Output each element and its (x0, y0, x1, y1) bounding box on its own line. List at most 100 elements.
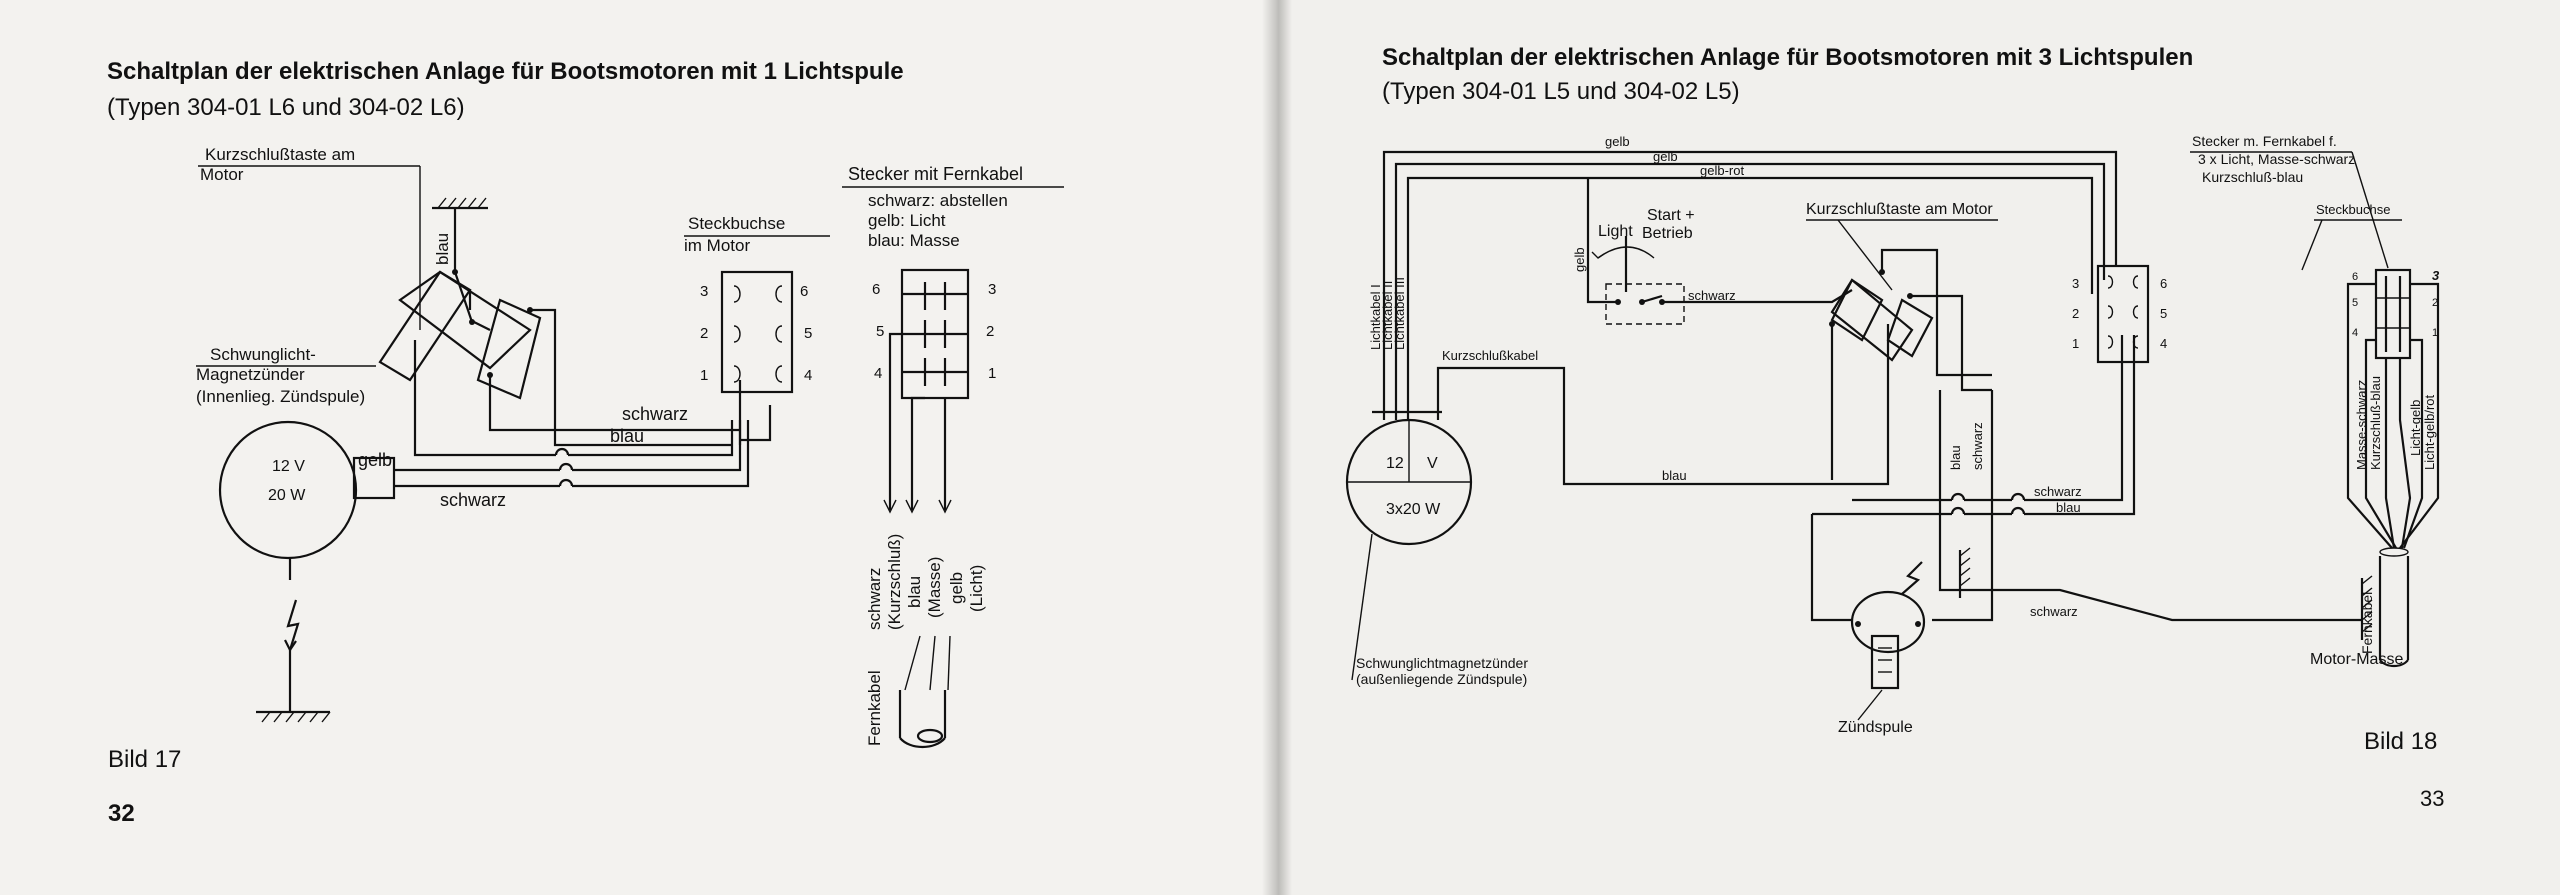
ground-symbol-spark (1958, 547, 1971, 598)
gelb-rot-label: gelb-rot (1700, 163, 1744, 178)
ignition-coil (1850, 590, 1926, 690)
plug-line-1: schwarz: abstellen (868, 191, 1008, 210)
cable-schwarz: schwarz (865, 568, 884, 630)
socket-pin-6: 6 (800, 283, 808, 300)
stecker-pin-2: 2 (2432, 297, 2438, 309)
light-switch (1605, 283, 1685, 325)
cable-licht: (Licht) (967, 565, 986, 612)
stecker-pin-1: 1 (2432, 327, 2438, 339)
socket-right-1: 1 (2072, 336, 2079, 351)
wiring-diagram-left: Kurzschlußtaste am Motor blau (196, 145, 1064, 749)
socket-pins-right (2107, 275, 2139, 349)
magneto-connector (352, 456, 396, 500)
plug-pin-2: 2 (986, 323, 994, 340)
socket-pin-3: 3 (700, 283, 708, 300)
page-right: Schaltplan der elektrischen Anlage für B… (1292, 0, 2560, 895)
magneto-label-1: Schwunglicht- (210, 345, 316, 364)
socket-right-6: 6 (2160, 276, 2167, 291)
gelb-vertical: gelb (1572, 247, 1587, 272)
socket-pins (733, 285, 783, 383)
stecker-block (2374, 268, 2412, 360)
switch-gelb-wire (1586, 178, 1618, 304)
plug-pin-1: 1 (988, 365, 996, 382)
schwarz-vertical: schwarz (1970, 422, 1985, 470)
stecker-label-3: Kurzschluß-blau (2202, 169, 2303, 185)
light-cables (1382, 150, 2118, 420)
magneto-volt-right: 12 (1386, 455, 1404, 472)
wiring-diagram-right: gelb gelb gelb-rot Lichtkabel I Lichtkab… (1345, 133, 2440, 736)
socket-pin-5: 5 (804, 325, 812, 342)
coil-leader (1857, 689, 1883, 721)
coil-label: Zündspule (1838, 719, 1913, 736)
spark-icon-right (1901, 561, 1923, 595)
ground-symbol-bottom (256, 710, 331, 723)
cable-kurzschluss: (Kurzschluß) (885, 534, 904, 630)
light-label: Light (1598, 223, 1633, 240)
remote-cable (898, 635, 951, 749)
kill-switch-label-1: Kurzschlußtaste am (205, 145, 355, 164)
plug-leads (883, 332, 952, 514)
fernkabel-right-label: Fernkabel (2359, 592, 2375, 654)
stecker-pin-5: 5 (2352, 297, 2358, 309)
magneto-volt: 12 V (272, 458, 305, 475)
gelb-top-2: gelb (1653, 149, 1678, 164)
magneto-label-3: (Innenlieg. Zündspule) (196, 387, 365, 406)
kill-blau-wire (1880, 248, 1992, 377)
socket-right-4: 4 (2160, 336, 2167, 351)
start-label: Start + (1647, 207, 1695, 224)
kurzschluss-label: Kurzschlußkabel (1442, 348, 1538, 363)
magneto-leader (1351, 533, 1373, 681)
masse-schwarz-label: Masse-schwarz (2354, 380, 2369, 470)
blau-vertical-label: blau (433, 233, 452, 265)
gelb-label: gelb (358, 450, 392, 470)
licht-gelb-label: Licht-gelb (2408, 400, 2423, 456)
plug-line-3: blau: Masse (868, 231, 960, 250)
stecker-pin-3: 3 (2432, 268, 2440, 283)
plug-pin-4: 4 (874, 365, 882, 382)
schwarz-switch-label: schwarz (1688, 288, 1736, 303)
stecker-label-2: 3 x Licht, Masse-schwarz (2198, 151, 2355, 167)
plug-line-2: gelb: Licht (868, 211, 946, 230)
blau-mid-label: blau (1662, 468, 1687, 483)
licht-gelbrot-label: Licht-gelb/rot (2422, 394, 2437, 470)
spark-icon (286, 599, 300, 651)
kill-schwarz-wire (1910, 294, 1992, 392)
light-cable-3: Lichtkabel III (1392, 277, 1407, 350)
left-wires (394, 290, 772, 488)
blau-label: blau (610, 426, 644, 446)
magneto-v-right: V (1427, 455, 1438, 472)
schwarz-high-label: schwarz (622, 404, 688, 424)
magneto-label-right-1: Schwunglichtmagnetzünder (1356, 655, 1528, 671)
book-gutter (1262, 0, 1292, 895)
stecker-leads (2346, 282, 2440, 549)
figure-label-right: Bild 18 (2364, 728, 2438, 755)
cable-blau: blau (905, 576, 924, 608)
stecker-label-1: Stecker m. Fernkabel f. (2192, 133, 2337, 149)
betrieb-label: Betrieb (1642, 225, 1693, 242)
kill-switch (378, 269, 542, 400)
schwarz-h-label: schwarz (2034, 484, 2082, 499)
blau-h-label: blau (2056, 500, 2081, 515)
socket-pin-4: 4 (804, 367, 812, 384)
light-cable-1: Lichtkabel I (1368, 284, 1383, 350)
switch-arrow-head-icon (1591, 251, 1605, 259)
socket-right-3: 3 (2072, 276, 2079, 291)
page-number-right: 33 (2420, 786, 2445, 811)
kill-switch-right (1829, 269, 1934, 362)
figure-label-left: Bild 17 (108, 746, 182, 773)
motor-ground (2360, 575, 2373, 640)
socket-block-right (2096, 264, 2150, 364)
kurzschluss-blau-label: Kurzschluß-blau (2368, 376, 2383, 470)
schwarz-low-label: schwarz (2030, 604, 2078, 619)
socket-pin-1: 1 (700, 367, 708, 384)
fernkabel-right (2378, 547, 2410, 668)
schwarz-low-label: schwarz (440, 490, 506, 510)
cable-masse: (Masse) (925, 557, 944, 618)
fernkabel-label: Fernkabel (865, 670, 884, 746)
ground-symbol-top (432, 197, 488, 210)
stecker-pin-6: 6 (2352, 271, 2358, 283)
plug-title: Stecker mit Fernkabel (848, 164, 1023, 184)
right-wires (1810, 335, 2362, 622)
plug-pin-5: 5 (876, 323, 884, 340)
plug-pin-3: 3 (988, 281, 996, 298)
